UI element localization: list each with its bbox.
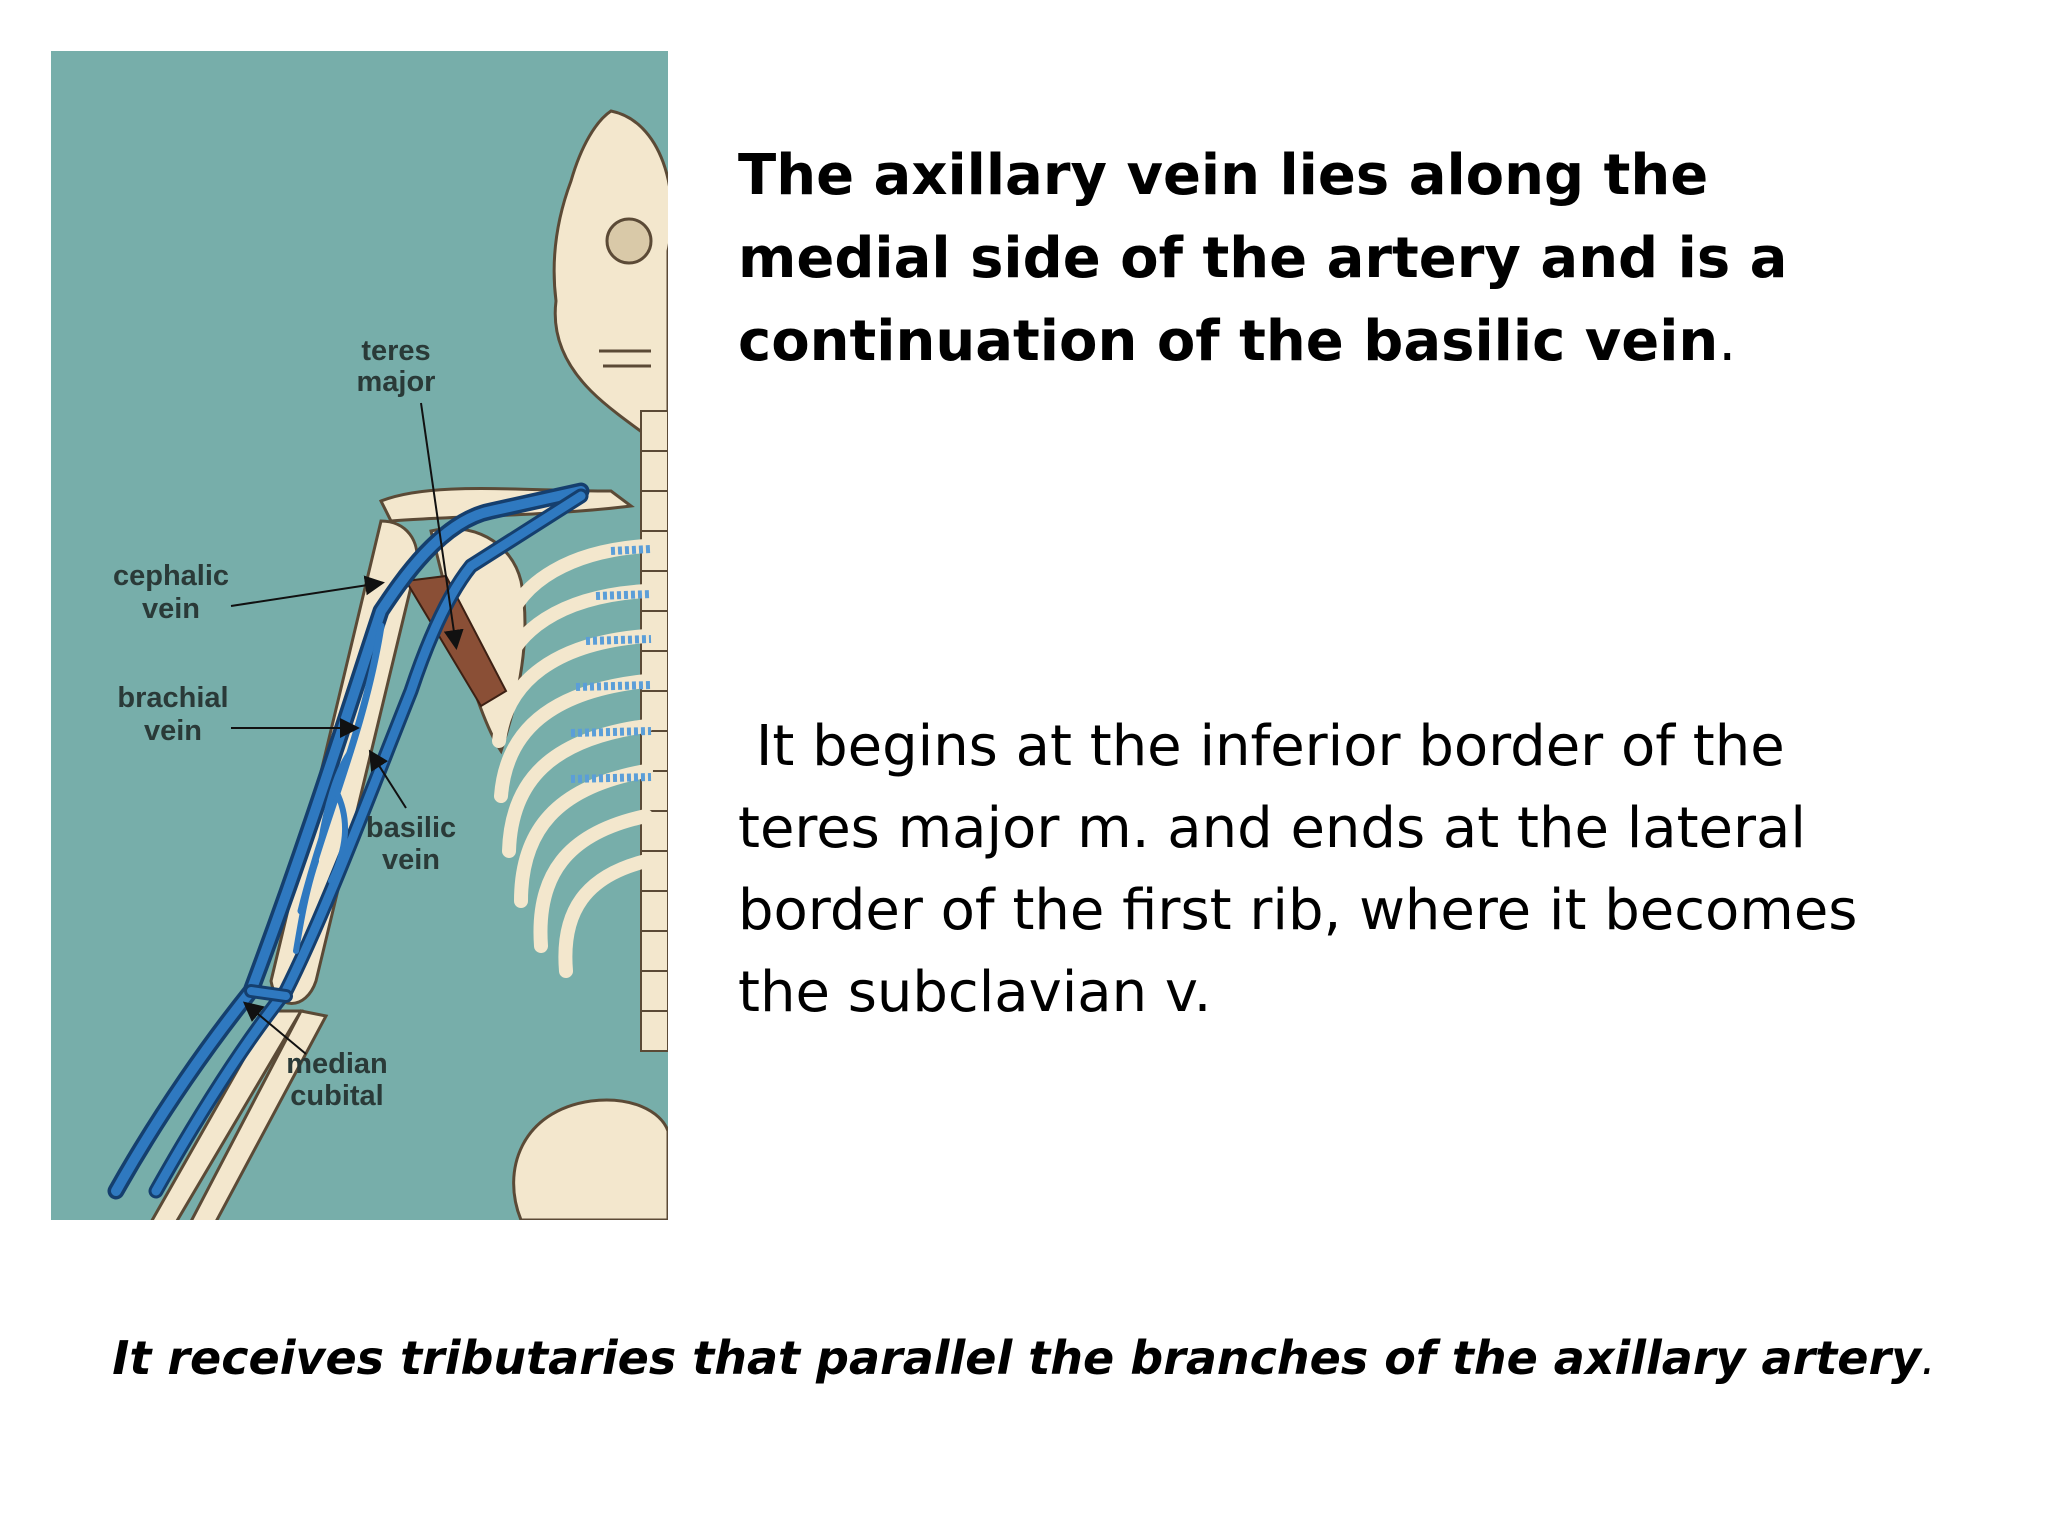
label-arrows: [230, 402, 464, 1055]
anatomy-figure: teres major cephalic vein brachial vein …: [51, 51, 668, 1220]
label-cephalic-vein-line2: vein: [142, 593, 200, 625]
label-brachial-vein-line2: vein: [144, 715, 202, 747]
upper-limb-veins-illustration: teres major cephalic vein brachial vein …: [51, 51, 668, 1220]
skull: [552, 109, 668, 453]
label-brachial-vein-line1: brachial: [117, 682, 228, 714]
footer-main: It receives tributaries that parallel th…: [112, 1331, 1922, 1385]
veins: [107, 482, 590, 1200]
pelvis: [512, 1098, 668, 1220]
label-median-cubital-line1: median: [286, 1048, 388, 1080]
footer-note: It receives tributaries that parallel th…: [0, 1328, 2048, 1388]
label-teres-major-line2: major: [357, 366, 436, 398]
label-basilic-vein-line1: basilic: [366, 812, 456, 844]
costal-veins: [570, 545, 652, 783]
heading-main: The axillary vein lies along the medial …: [738, 143, 1788, 374]
label-teres-major-line1: teres: [361, 335, 430, 367]
body-paragraph: It begins at the inferior border of the …: [738, 714, 1876, 1025]
heading-text: The axillary vein lies along the medial …: [738, 134, 1918, 383]
label-median-cubital-line2: cubital: [290, 1080, 383, 1112]
heading-period: .: [1718, 309, 1737, 374]
label-cephalic-vein-line1: cephalic: [113, 560, 229, 592]
label-basilic-vein-line2: vein: [382, 844, 440, 876]
footer-period: .: [1921, 1331, 1936, 1385]
